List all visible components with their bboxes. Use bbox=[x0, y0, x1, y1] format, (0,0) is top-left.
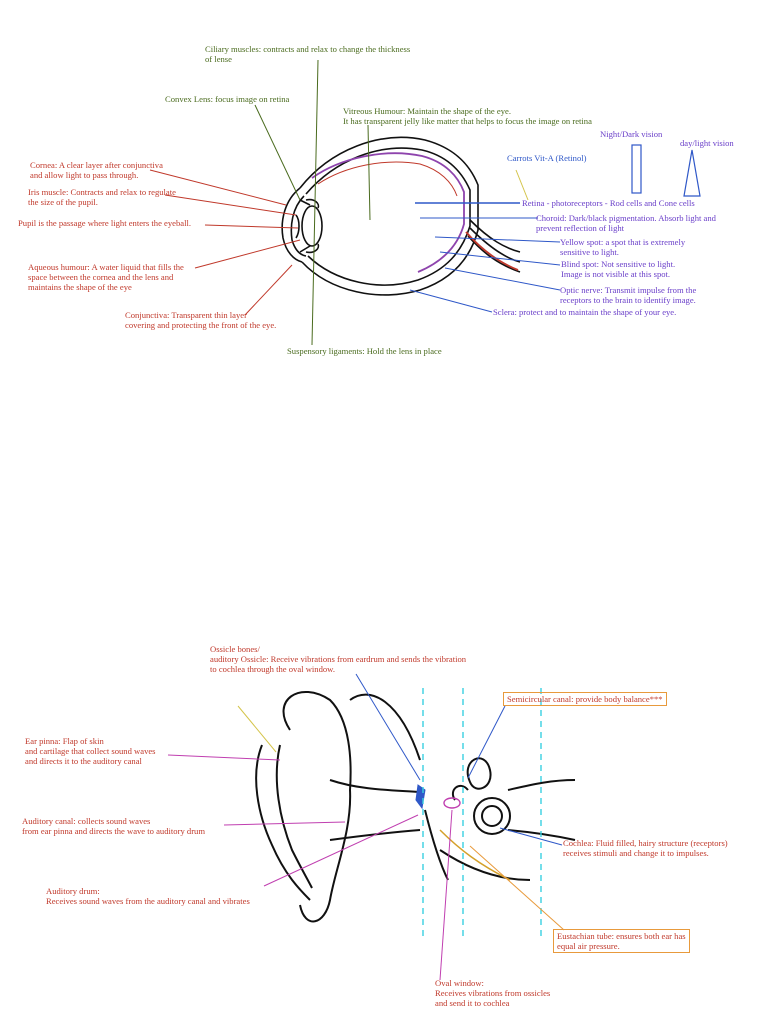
iris-muscle-label: Iris muscle: Contracts and relax to regu… bbox=[28, 187, 176, 207]
auditory-canal-label: Auditory canal: collects sound waves fro… bbox=[22, 816, 206, 836]
rod-cell-shape bbox=[631, 144, 642, 194]
ear-pinna-label: Ear pinna: Flap of skin and cartilage th… bbox=[25, 736, 156, 766]
oval-window-label: Oval window: Receives vibrations from os… bbox=[435, 978, 551, 1008]
ciliary-muscles-label: Ciliary muscles: contracts and relax to … bbox=[205, 44, 411, 64]
semicircular-canal-label: Semicircular canal: provide body balance… bbox=[503, 692, 667, 706]
retina-layer bbox=[311, 152, 465, 273]
eye-diagram bbox=[281, 136, 521, 296]
retina-label: Retina - photoreceptors - Rod cells and … bbox=[522, 198, 695, 208]
cornea-label: Cornea: A clear layer after conjunctiva … bbox=[30, 160, 163, 180]
cochlea-label: Cochlea: Fluid filled, hairy structure (… bbox=[563, 838, 728, 858]
aqueous-humour-label: Aqueous humour: A water liquid that fill… bbox=[28, 262, 184, 292]
ear-leader-lines bbox=[167, 673, 565, 981]
carrots-vit-a-label: Carrots Vit-A (Retinol) bbox=[507, 153, 587, 163]
convex-lens-label: Convex Lens: focus image on retina bbox=[165, 94, 290, 104]
sclera-label: Sclera: protect and to maintain the shap… bbox=[493, 307, 677, 317]
blind-spot-label: Blind spot: Not sensitive to light. Imag… bbox=[561, 259, 676, 279]
ear-diagram bbox=[255, 690, 576, 923]
ossicle-bones-label: Ossicle bones/ auditory Ossicle: Receive… bbox=[210, 644, 467, 674]
optic-nerve-label: Optic nerve: Transmit impulse from the r… bbox=[560, 285, 697, 305]
suspensory-ligaments-label: Suspensory ligaments: Hold the lens in p… bbox=[287, 346, 442, 356]
vitreous-humour-label: Vitreous Humour: Maintain the shape of t… bbox=[343, 106, 592, 126]
eustachian-tube-shape bbox=[439, 829, 511, 881]
yellow-spot-label: Yellow spot: a spot that is extremely se… bbox=[560, 237, 686, 257]
ear-region-guides bbox=[422, 688, 542, 940]
eye-leader-lines bbox=[149, 59, 561, 346]
night-vision-label: Night/Dark vision bbox=[600, 129, 663, 139]
day-vision-label: day/light vision bbox=[680, 138, 734, 148]
choroid-layer bbox=[317, 161, 458, 197]
cone-cell-shape bbox=[683, 149, 701, 197]
eustachian-tube-label: Eustachian tube: ensures both ear has eq… bbox=[553, 929, 690, 953]
auditory-drum-label: Auditory drum: Receives sound waves from… bbox=[46, 886, 250, 906]
choroid-label: Choroid: Dark/black pigmentation. Absorb… bbox=[536, 213, 716, 233]
pupil-label: Pupil is the passage where light enters … bbox=[18, 218, 192, 228]
oval-window-shape bbox=[443, 797, 461, 809]
conjunctiva-label: Conjunctiva: Transparent thin layer cove… bbox=[125, 310, 277, 330]
blood-vessel bbox=[465, 231, 519, 271]
